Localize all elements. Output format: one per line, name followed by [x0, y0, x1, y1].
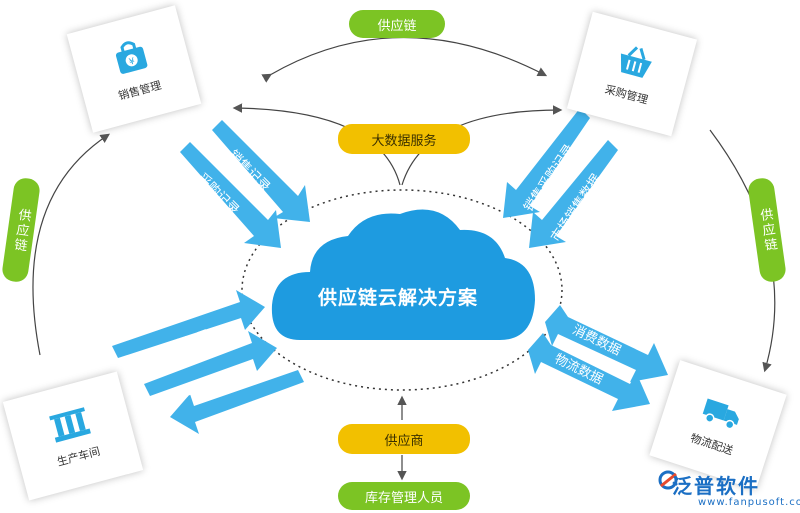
- node-sales-label: 销售管理: [116, 78, 163, 103]
- node-sales-card: ¥ 销售管理: [66, 5, 202, 133]
- pill-supply-chain-top: 供应链: [349, 10, 445, 38]
- node-purchase-card: 采购管理: [566, 11, 698, 137]
- truck-icon: [697, 392, 746, 437]
- node-purchase-label: 采购管理: [603, 82, 650, 107]
- pill-big-data: 大数据服务: [338, 124, 470, 154]
- brand-url: www.fanpusoft.com: [698, 497, 800, 508]
- arrow-consumption-data: [545, 305, 668, 382]
- connector-top-curve: [261, 36, 548, 83]
- cloud-title: 供应链云解决方案: [318, 287, 479, 309]
- arrow-product-sales-record: [112, 290, 265, 358]
- cloud-boundary: [241, 189, 563, 391]
- connector-left-curve: [32, 133, 110, 356]
- node-production-card: 生产车间: [2, 371, 144, 501]
- basket-icon: [611, 41, 659, 86]
- pill-warehouse-staff: 库存管理人员: [338, 482, 470, 510]
- arrow-purchase-record-left: [180, 142, 281, 248]
- brand-logo-icon: [658, 470, 678, 490]
- arrow-production-data: [170, 370, 304, 434]
- node-logistics-card: 物流配送: [649, 360, 787, 490]
- brand: 泛普软件 www.fanpusoft.com: [672, 470, 800, 508]
- cloud-shape: [271, 209, 535, 340]
- shopping-bag-icon: ¥: [109, 35, 154, 81]
- arrow-logistics-data: [528, 333, 650, 411]
- factory-icon: [46, 403, 94, 448]
- arrow-sales-purchase-record: [503, 108, 590, 218]
- svg-text:¥: ¥: [128, 57, 136, 68]
- brand-name: 泛普软件: [672, 474, 760, 498]
- arrow-sales-record: [212, 120, 310, 222]
- arrow-product-production-record: [144, 331, 277, 396]
- pill-supplier: 供应商: [338, 424, 470, 454]
- node-production-label: 生产车间: [55, 444, 102, 469]
- arrow-market-sales-data: [529, 140, 618, 248]
